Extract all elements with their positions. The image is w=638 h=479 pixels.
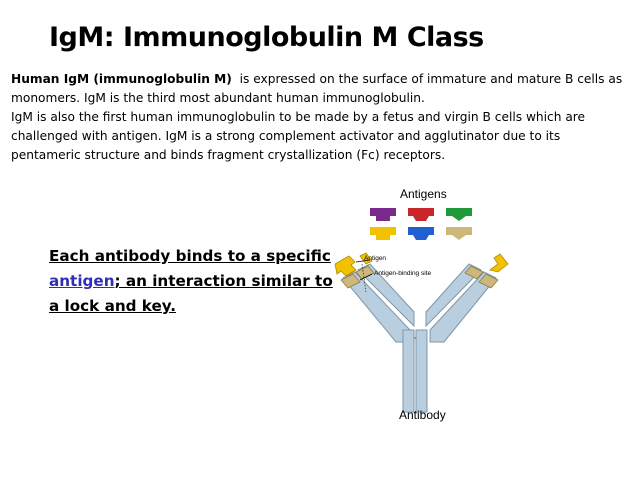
body-text: Human IgM (immunoglobulin M) is expresse… <box>11 70 626 165</box>
callout-part-1: Each antibody binds to a specific <box>49 247 331 265</box>
binding-site-pointer-line <box>359 273 373 281</box>
callout-part-2: ; an interaction similar to a lock and k… <box>49 272 333 315</box>
antibody-diagram <box>334 208 509 413</box>
antigen-red-icon <box>408 208 434 221</box>
slide-title: IgM: Immunoglobulin M Class <box>49 22 484 53</box>
binding-site-label: Antigen-binding site <box>374 270 432 277</box>
paragraph-2: IgM is also the first human immunoglobul… <box>11 110 586 162</box>
lock-and-key-callout: Each antibody binds to a specific antige… <box>49 244 339 319</box>
antigen-green-icon <box>446 208 472 221</box>
antigens-label: Antigens <box>400 187 447 201</box>
antigen-label: Antigen <box>364 255 387 262</box>
callout-antigen-word: antigen <box>49 272 115 290</box>
antibody-figure: Antigens <box>330 180 630 430</box>
antigen-tan-icon <box>446 227 472 240</box>
bound-antigen-left-icon <box>334 252 373 277</box>
paragraph-1: Human IgM (immunoglobulin M) is expresse… <box>11 70 626 108</box>
antibody-shape <box>340 263 499 413</box>
antibody-label: Antibody <box>399 408 446 422</box>
antigen-blue-icon <box>408 227 434 240</box>
bound-antigen-right-icon <box>489 253 509 273</box>
antigen-pointer-line <box>355 259 371 263</box>
antigen-purple-icon <box>370 208 396 221</box>
lead-rest: is expressed on the surface of immature … <box>11 72 623 105</box>
antigen-yellow-icon <box>370 227 396 240</box>
lead-bold: Human IgM (immunoglobulin M) <box>11 72 232 86</box>
